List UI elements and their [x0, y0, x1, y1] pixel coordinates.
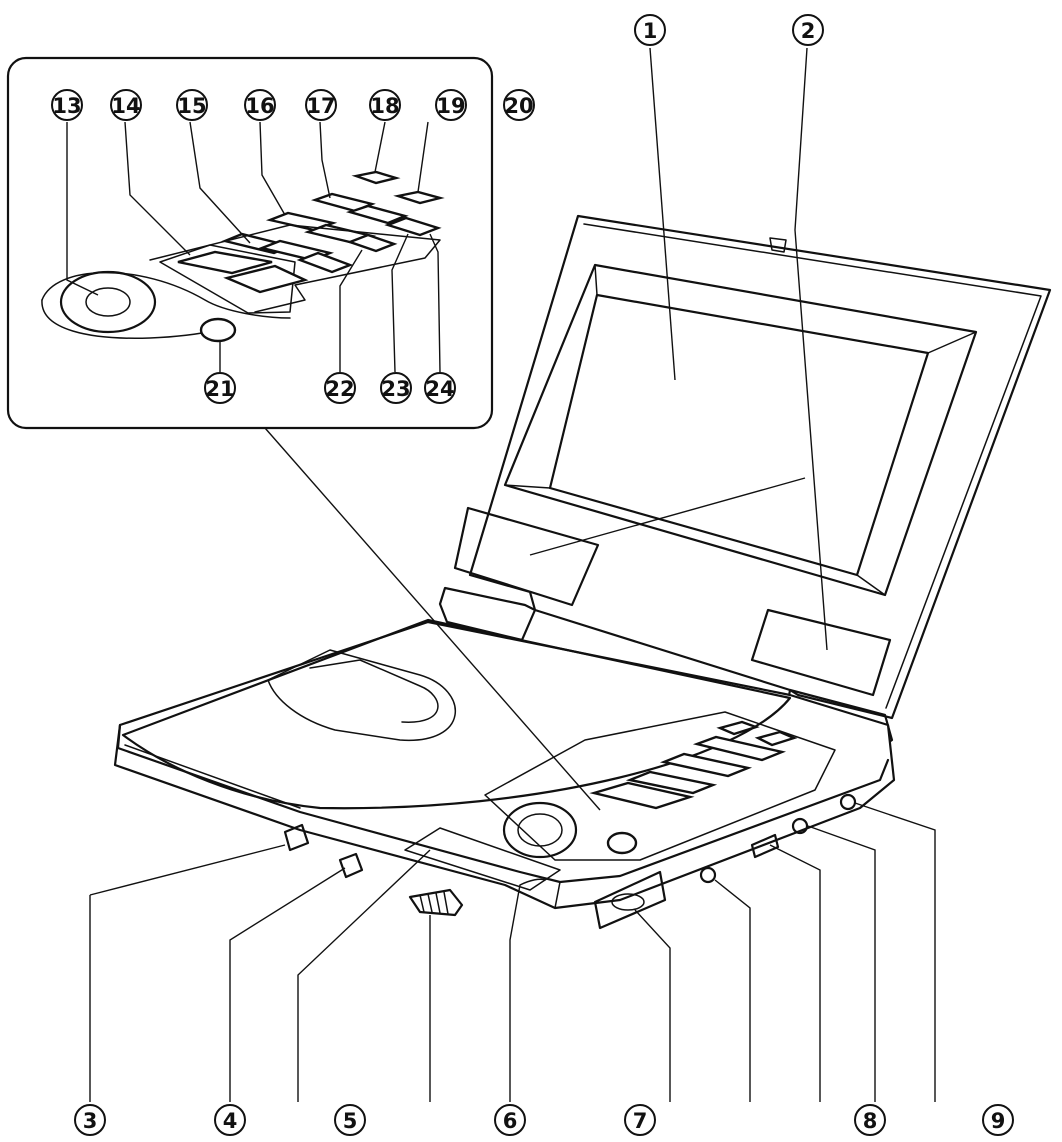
- base-round-button: [606, 831, 638, 855]
- player-lid: [453, 214, 1052, 720]
- callout-24: 24: [424, 372, 456, 404]
- svg-text:15: 15: [177, 94, 206, 118]
- jack-1: [699, 866, 717, 884]
- callout-13: 13: [51, 89, 83, 121]
- callout-5: 5: [334, 1104, 366, 1136]
- svg-text:5: 5: [343, 1109, 358, 1133]
- svg-text:8: 8: [863, 1109, 878, 1133]
- svg-text:6: 6: [503, 1109, 518, 1133]
- callout-8: 8: [854, 1104, 886, 1136]
- callout-16: 16: [244, 89, 276, 121]
- svg-text:3: 3: [83, 1109, 98, 1133]
- inset-jog-dial: [59, 270, 157, 334]
- svg-text:4: 4: [223, 1109, 238, 1133]
- jog-dial: [502, 801, 578, 859]
- svg-text:22: 22: [325, 377, 354, 401]
- callout-9: 9: [982, 1104, 1014, 1136]
- callout-15: 15: [176, 89, 208, 121]
- svg-text:21: 21: [205, 377, 234, 401]
- svg-text:18: 18: [370, 94, 399, 118]
- svg-text:23: 23: [381, 377, 410, 401]
- volume-wheel: [408, 888, 464, 917]
- svg-text:1: 1: [643, 19, 658, 43]
- callout-1: 1: [634, 14, 666, 46]
- side-slider: [593, 870, 667, 930]
- svg-text:9: 9: [991, 1109, 1006, 1133]
- svg-text:24: 24: [425, 377, 454, 401]
- callout-22: 22: [324, 372, 356, 404]
- jack-9: [839, 793, 857, 811]
- callout-17: 17: [305, 89, 337, 121]
- front-switch: [283, 823, 310, 852]
- side-switch: [750, 833, 780, 859]
- left-speaker: [453, 506, 600, 607]
- callout-7: 7: [624, 1104, 656, 1136]
- leader-lines: [66, 47, 936, 1102]
- player-base: [113, 618, 896, 930]
- disc-door: [121, 618, 792, 810]
- callout-23: 23: [380, 372, 412, 404]
- svg-text:19: 19: [436, 94, 465, 118]
- callout-19: 19: [435, 89, 467, 121]
- svg-text:2: 2: [801, 19, 816, 43]
- svg-text:13: 13: [52, 94, 81, 118]
- callout-18: 18: [369, 89, 401, 121]
- svg-text:14: 14: [111, 94, 140, 118]
- callout-20: 20: [503, 89, 535, 121]
- callout-6: 6: [494, 1104, 526, 1136]
- svg-text:16: 16: [245, 94, 274, 118]
- lcd-bezel: [503, 263, 978, 597]
- callout-21: 21: [204, 372, 236, 404]
- ir-sensor: [338, 852, 364, 879]
- callout-14: 14: [110, 89, 142, 121]
- jack-8: [791, 817, 809, 835]
- callout-2: 2: [792, 14, 824, 46]
- right-speaker: [750, 608, 892, 697]
- callout-4: 4: [214, 1104, 246, 1136]
- svg-text:17: 17: [306, 94, 335, 118]
- inset-round-button: [199, 317, 237, 343]
- callout-3: 3: [74, 1104, 106, 1136]
- svg-text:7: 7: [633, 1109, 648, 1133]
- svg-text:20: 20: [504, 94, 533, 118]
- control-panel: [484, 711, 836, 861]
